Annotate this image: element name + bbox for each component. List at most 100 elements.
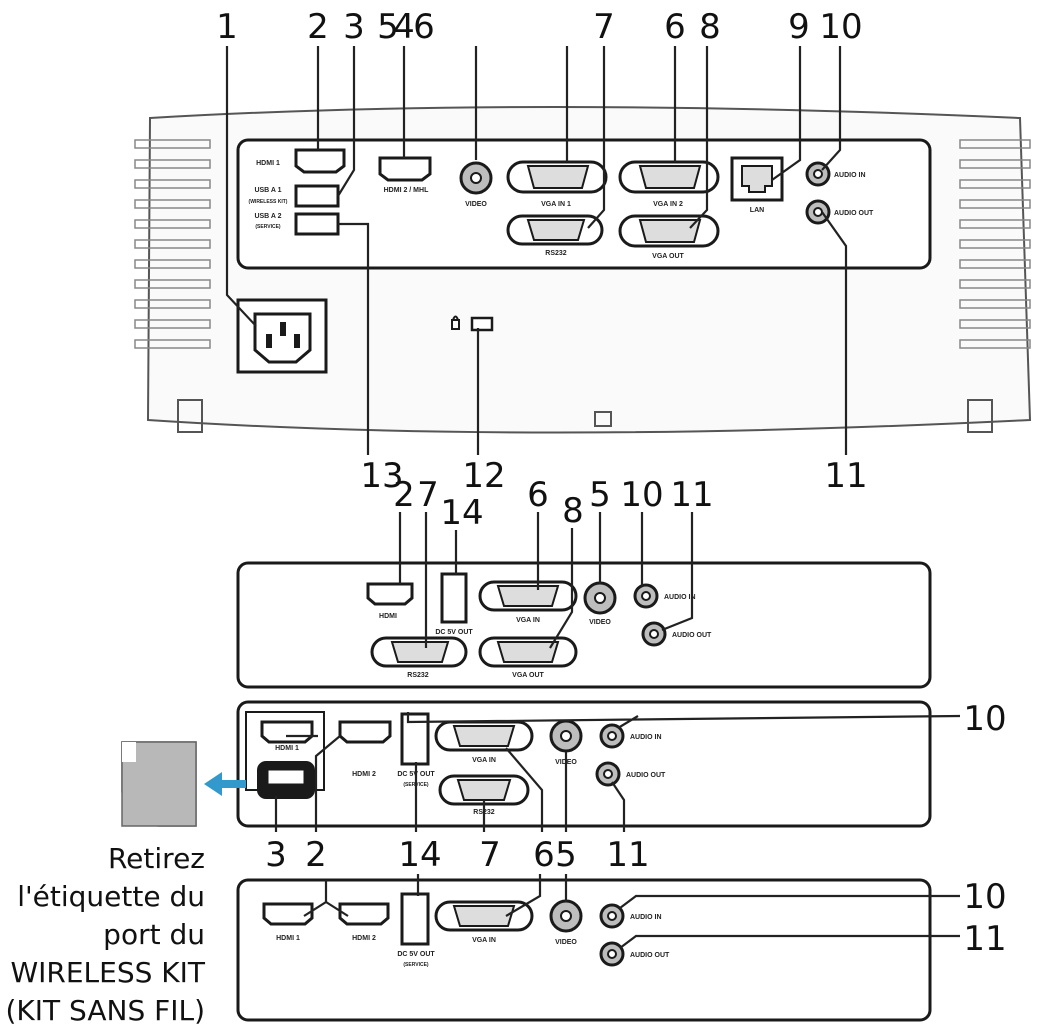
panel-a-rs232-port: [370, 636, 468, 668]
upper-callout-lines: [225, 46, 848, 455]
panel-c-audio-out-label: AUDIO OUT: [630, 952, 670, 959]
panel-b-callout-6: 6: [533, 835, 555, 875]
panel-b-vga-in-label: VGA IN: [472, 757, 496, 764]
callout-12: 12: [462, 456, 505, 496]
right-vent-grille: [959, 139, 1031, 349]
panel-b-hdmi1-label: HDMI 1: [275, 745, 299, 752]
panel-a-vga-in-label: VGA IN: [516, 617, 540, 624]
audio-out-label: AUDIO OUT: [834, 210, 874, 217]
lan-label: LAN: [750, 207, 764, 214]
callout-9: 9: [788, 7, 810, 47]
panel-b-callout-10: 10: [963, 699, 1006, 739]
callout-6b: 6: [664, 7, 686, 47]
callout-3: 3: [343, 7, 365, 47]
panel-a-callout-2: 2: [393, 475, 415, 515]
panel-c-callout-11: 11: [963, 919, 1006, 959]
video-label: VIDEO: [465, 201, 487, 208]
panel-a-audio-out-label: AUDIO OUT: [672, 632, 712, 639]
callout-1: 1: [216, 7, 238, 47]
projector-rear-view: HDMI 1 USB A 1 (WIRELESS KIT) USB A 2 (S…: [134, 46, 1032, 455]
wireless-kit-note: Retirez l'étiquette du port du WIRELESS …: [6, 842, 206, 1027]
center-foot: [594, 411, 612, 427]
panel-variant-c: HDMI 1 HDMI 2 DC 5V OUT (SERVICE) VGA IN…: [236, 874, 1007, 1022]
panel-a-callout-8: 8: [562, 491, 584, 531]
panel-b-callout-lines: [274, 712, 961, 832]
panel-a-callout-10: 10: [620, 475, 663, 515]
panel-a-callout-5: 5: [589, 475, 611, 515]
panel-c-callout-10: 10: [963, 877, 1006, 917]
vga-in1-port: [506, 160, 608, 194]
callout-10: 10: [819, 7, 862, 47]
callout-2: 2: [307, 7, 329, 47]
panel-a-dc-out-port: [440, 572, 468, 624]
hdmi1-label: HDMI 1: [256, 160, 280, 167]
left-vent-grille: [134, 139, 211, 349]
panel-a-hdmi-label: HDMI: [379, 613, 397, 620]
panel-b-audio-in-label: AUDIO IN: [630, 734, 662, 741]
panel-c-hdmi1-port: [262, 902, 314, 926]
lan-port: [730, 156, 784, 202]
panel-a-audio-in-label: AUDIO IN: [664, 594, 696, 601]
panel-b-callout-2: 2: [305, 835, 327, 875]
panel-a-vga-in-port: [478, 580, 578, 612]
panel-a-hdmi-port: [366, 582, 414, 606]
panel-a-vga-out-port: [478, 636, 578, 668]
audio-in-label: AUDIO IN: [834, 172, 866, 179]
usb-a1-label: USB A 1: [254, 187, 281, 194]
rs232-port: [506, 214, 604, 246]
callout-5: 5: [377, 7, 399, 47]
panel-c-audio-in-label: AUDIO IN: [630, 914, 662, 921]
hdmi2-mhl-label: HDMI 2 / MHL: [384, 187, 429, 194]
vga-in1-label: VGA IN 1: [541, 201, 571, 208]
callout-8: 8: [699, 7, 721, 47]
usb-a1-sublabel: (WIRELESS KIT): [249, 199, 288, 205]
usb-a1-port: [294, 184, 340, 208]
security-slot: [470, 316, 494, 332]
panel-a-callout-7: 7: [417, 475, 439, 515]
panel-a-vga-out-label: VGA OUT: [512, 672, 544, 679]
panel-a-callout-6: 6: [527, 475, 549, 515]
panel-a-frame: [236, 561, 932, 689]
vga-out-port: [618, 214, 720, 248]
usb-a2-label: USB A 2: [254, 213, 281, 220]
panel-b-hdmi2-port: [338, 720, 392, 744]
lock-icon: [451, 315, 460, 330]
callout-6: 6: [413, 7, 435, 47]
note-line-5: (KIT SANS FIL): [6, 994, 206, 1027]
panel-a-rs232-label: RS232: [407, 672, 429, 679]
panel-b-vga-in-port: [434, 720, 534, 752]
panel-b-callout-11: 11: [606, 835, 649, 875]
vga-in2-label: VGA IN 2: [653, 201, 683, 208]
panel-b-hdmi1-port: [260, 720, 314, 744]
panel-c-dc-out-label: DC 5V OUT: [397, 951, 435, 958]
note-line-3: port du: [103, 918, 205, 951]
panel-b-callout-5: 5: [555, 835, 577, 875]
callout-11: 11: [824, 456, 867, 496]
panel-a-video-label: VIDEO: [589, 619, 611, 626]
panel-b-callout-14: 14: [398, 835, 441, 875]
upper-callout-numbers: 1 2 3 5 4 6 7 6 8 9 10 13 12 11: [216, 7, 867, 496]
panel-c-callout-lines: [303, 874, 960, 949]
remove-arrow-icon: [204, 772, 246, 796]
panel-c-hdmi2-label: HDMI 2: [352, 935, 376, 942]
panel-b-hdmi2-label: HDMI 2: [352, 771, 376, 778]
callout-7: 7: [593, 7, 615, 47]
panel-c-video-label: VIDEO: [555, 939, 577, 946]
callout-4: 4: [393, 7, 415, 47]
vga-in2-port: [618, 160, 720, 194]
panel-a-dc-out-label: DC 5V OUT: [435, 629, 473, 636]
hdmi1-port: [294, 148, 346, 174]
panel-a-callout-lines: [398, 512, 694, 649]
panel-c-vga-in-port: [434, 900, 534, 932]
panel-c-dc-out-port: [400, 892, 430, 946]
hdmi2-mhl-port: [378, 156, 432, 182]
note-line-2: l'étiquette du: [17, 880, 205, 913]
rs232-label: RS232: [545, 250, 567, 257]
right-foot: [967, 399, 993, 433]
vga-out-label: VGA OUT: [652, 253, 684, 260]
note-line-4: WIRELESS KIT: [10, 956, 205, 989]
left-foot: [177, 399, 203, 433]
panel-b-callout-3: 3: [265, 835, 287, 875]
